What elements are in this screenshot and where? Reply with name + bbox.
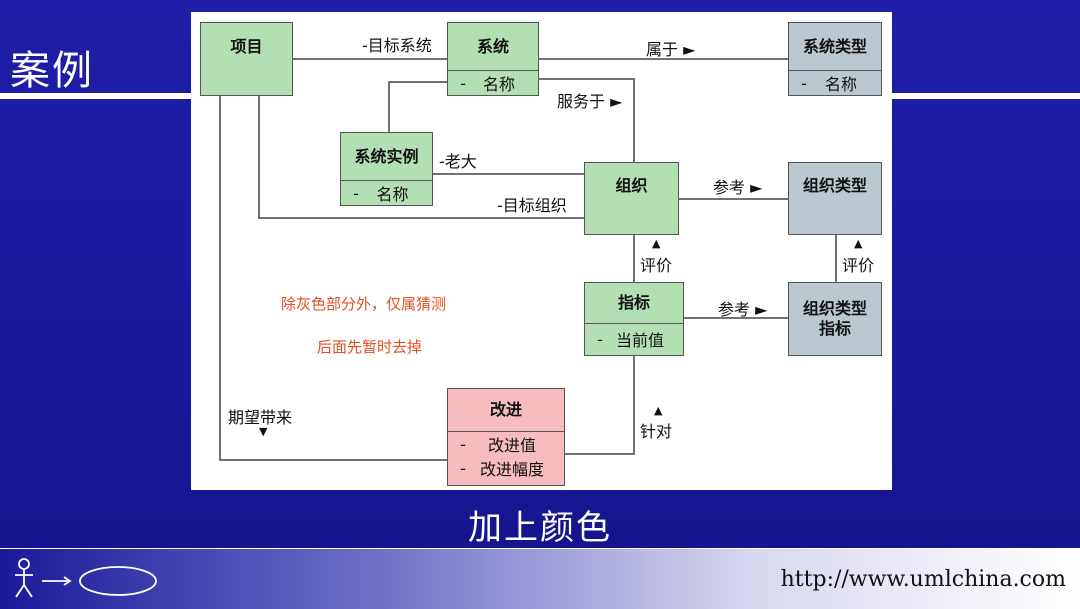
class-organization-type: 组织类型 [788, 162, 882, 235]
line-project-organization [258, 96, 584, 219]
up-arrow-icon: ▲ [652, 237, 661, 250]
label-evaluate-indicator: 评价 [640, 256, 673, 275]
label-refer-orgtype: 参考 ► [713, 178, 763, 197]
class-system-instance-attrs: -名称 [341, 180, 432, 205]
class-project-name: 项目 [230, 37, 263, 56]
note-guess: 除灰色部分外，仅属猜测 [281, 295, 447, 313]
attr-visibility: - [460, 434, 466, 454]
title-divider-left [0, 93, 192, 99]
footer-url: http://www.umlchina.com [780, 567, 1066, 592]
class-project: 项目 [200, 22, 293, 96]
label-target-for: 针对 [640, 422, 673, 441]
label-serves: 服务于 ► [557, 92, 623, 111]
class-system-type: 系统类型 -名称 [788, 22, 882, 96]
line-instance-system [388, 81, 447, 132]
attr-name: 名称 [482, 75, 515, 94]
class-system-type-name: 系统类型 [802, 36, 867, 56]
attr-name: 名称 [824, 75, 857, 94]
label-boss: -老大 [439, 152, 477, 171]
class-organization-type-name: 组织类型 [802, 176, 867, 195]
attr-visibility: - [353, 183, 359, 203]
class-system: 系统 -名称 [447, 22, 539, 96]
attr-visibility: - [460, 458, 466, 478]
class-improvement-attrs: - 改进值 -改进幅度 [448, 431, 564, 480]
label-target-system: -目标系统 [362, 36, 432, 55]
class-indicator: 指标 -当前值 [584, 282, 684, 356]
label-evaluate-typeindicator: 评价 [842, 256, 875, 275]
slide-title: 案例 [10, 48, 94, 94]
line-project-improvement [219, 96, 447, 461]
class-system-attrs: -名称 [448, 70, 538, 95]
down-arrow-icon: ▼ [259, 425, 268, 438]
label-target-org: -目标组织 [497, 196, 567, 215]
label-belongs-to: 属于 ► [646, 40, 696, 59]
label-expect-bring: 期望带来 [228, 408, 293, 427]
attr-name: 改进幅度 [479, 460, 544, 479]
class-system-type-attrs: -名称 [789, 70, 881, 95]
class-system-name: 系统 [476, 36, 509, 56]
class-system-instance: 系统实例 -名称 [340, 132, 433, 206]
attr-visibility: - [801, 73, 807, 93]
actor-usecase-logo-icon [15, 558, 157, 598]
attr-visibility: - [597, 329, 603, 349]
class-organization-name: 组织 [615, 176, 648, 195]
line-indicator-improvement [565, 356, 635, 455]
class-organization: 组织 [584, 162, 679, 235]
class-improvement: 改进 - 改进值 -改进幅度 [447, 388, 565, 486]
slide-caption: 加上颜色 [468, 508, 612, 548]
label-refer-typeindicator: 参考 ► [718, 300, 768, 319]
class-indicator-attrs: -当前值 [585, 323, 683, 354]
class-org-type-indicator-name: 组织类型指标 [803, 298, 868, 338]
class-diagram: 项目 系统 -名称 系统类型 -名称 系统实例 -名称 组织 组织类型 指标 -… [191, 12, 892, 490]
attr-name: 改进值 [487, 436, 536, 455]
connector-lines [219, 58, 837, 461]
class-org-type-indicator: 组织类型指标 [788, 282, 882, 356]
class-indicator-name: 指标 [617, 293, 650, 312]
up-arrow-icon: ▲ [854, 237, 863, 250]
title-divider-right [892, 93, 1080, 99]
attr-name: 当前值 [615, 331, 664, 350]
attr-visibility: - [460, 73, 466, 93]
class-improvement-name: 改进 [489, 400, 522, 419]
class-system-instance-name: 系统实例 [354, 146, 419, 166]
note-remove: 后面先暂时去掉 [317, 338, 423, 356]
footer-bar: http://www.umlchina.com [0, 548, 1080, 609]
line-system-organization [539, 78, 635, 162]
up-arrow-icon: ▲ [654, 404, 663, 417]
attr-name: 名称 [376, 185, 409, 204]
